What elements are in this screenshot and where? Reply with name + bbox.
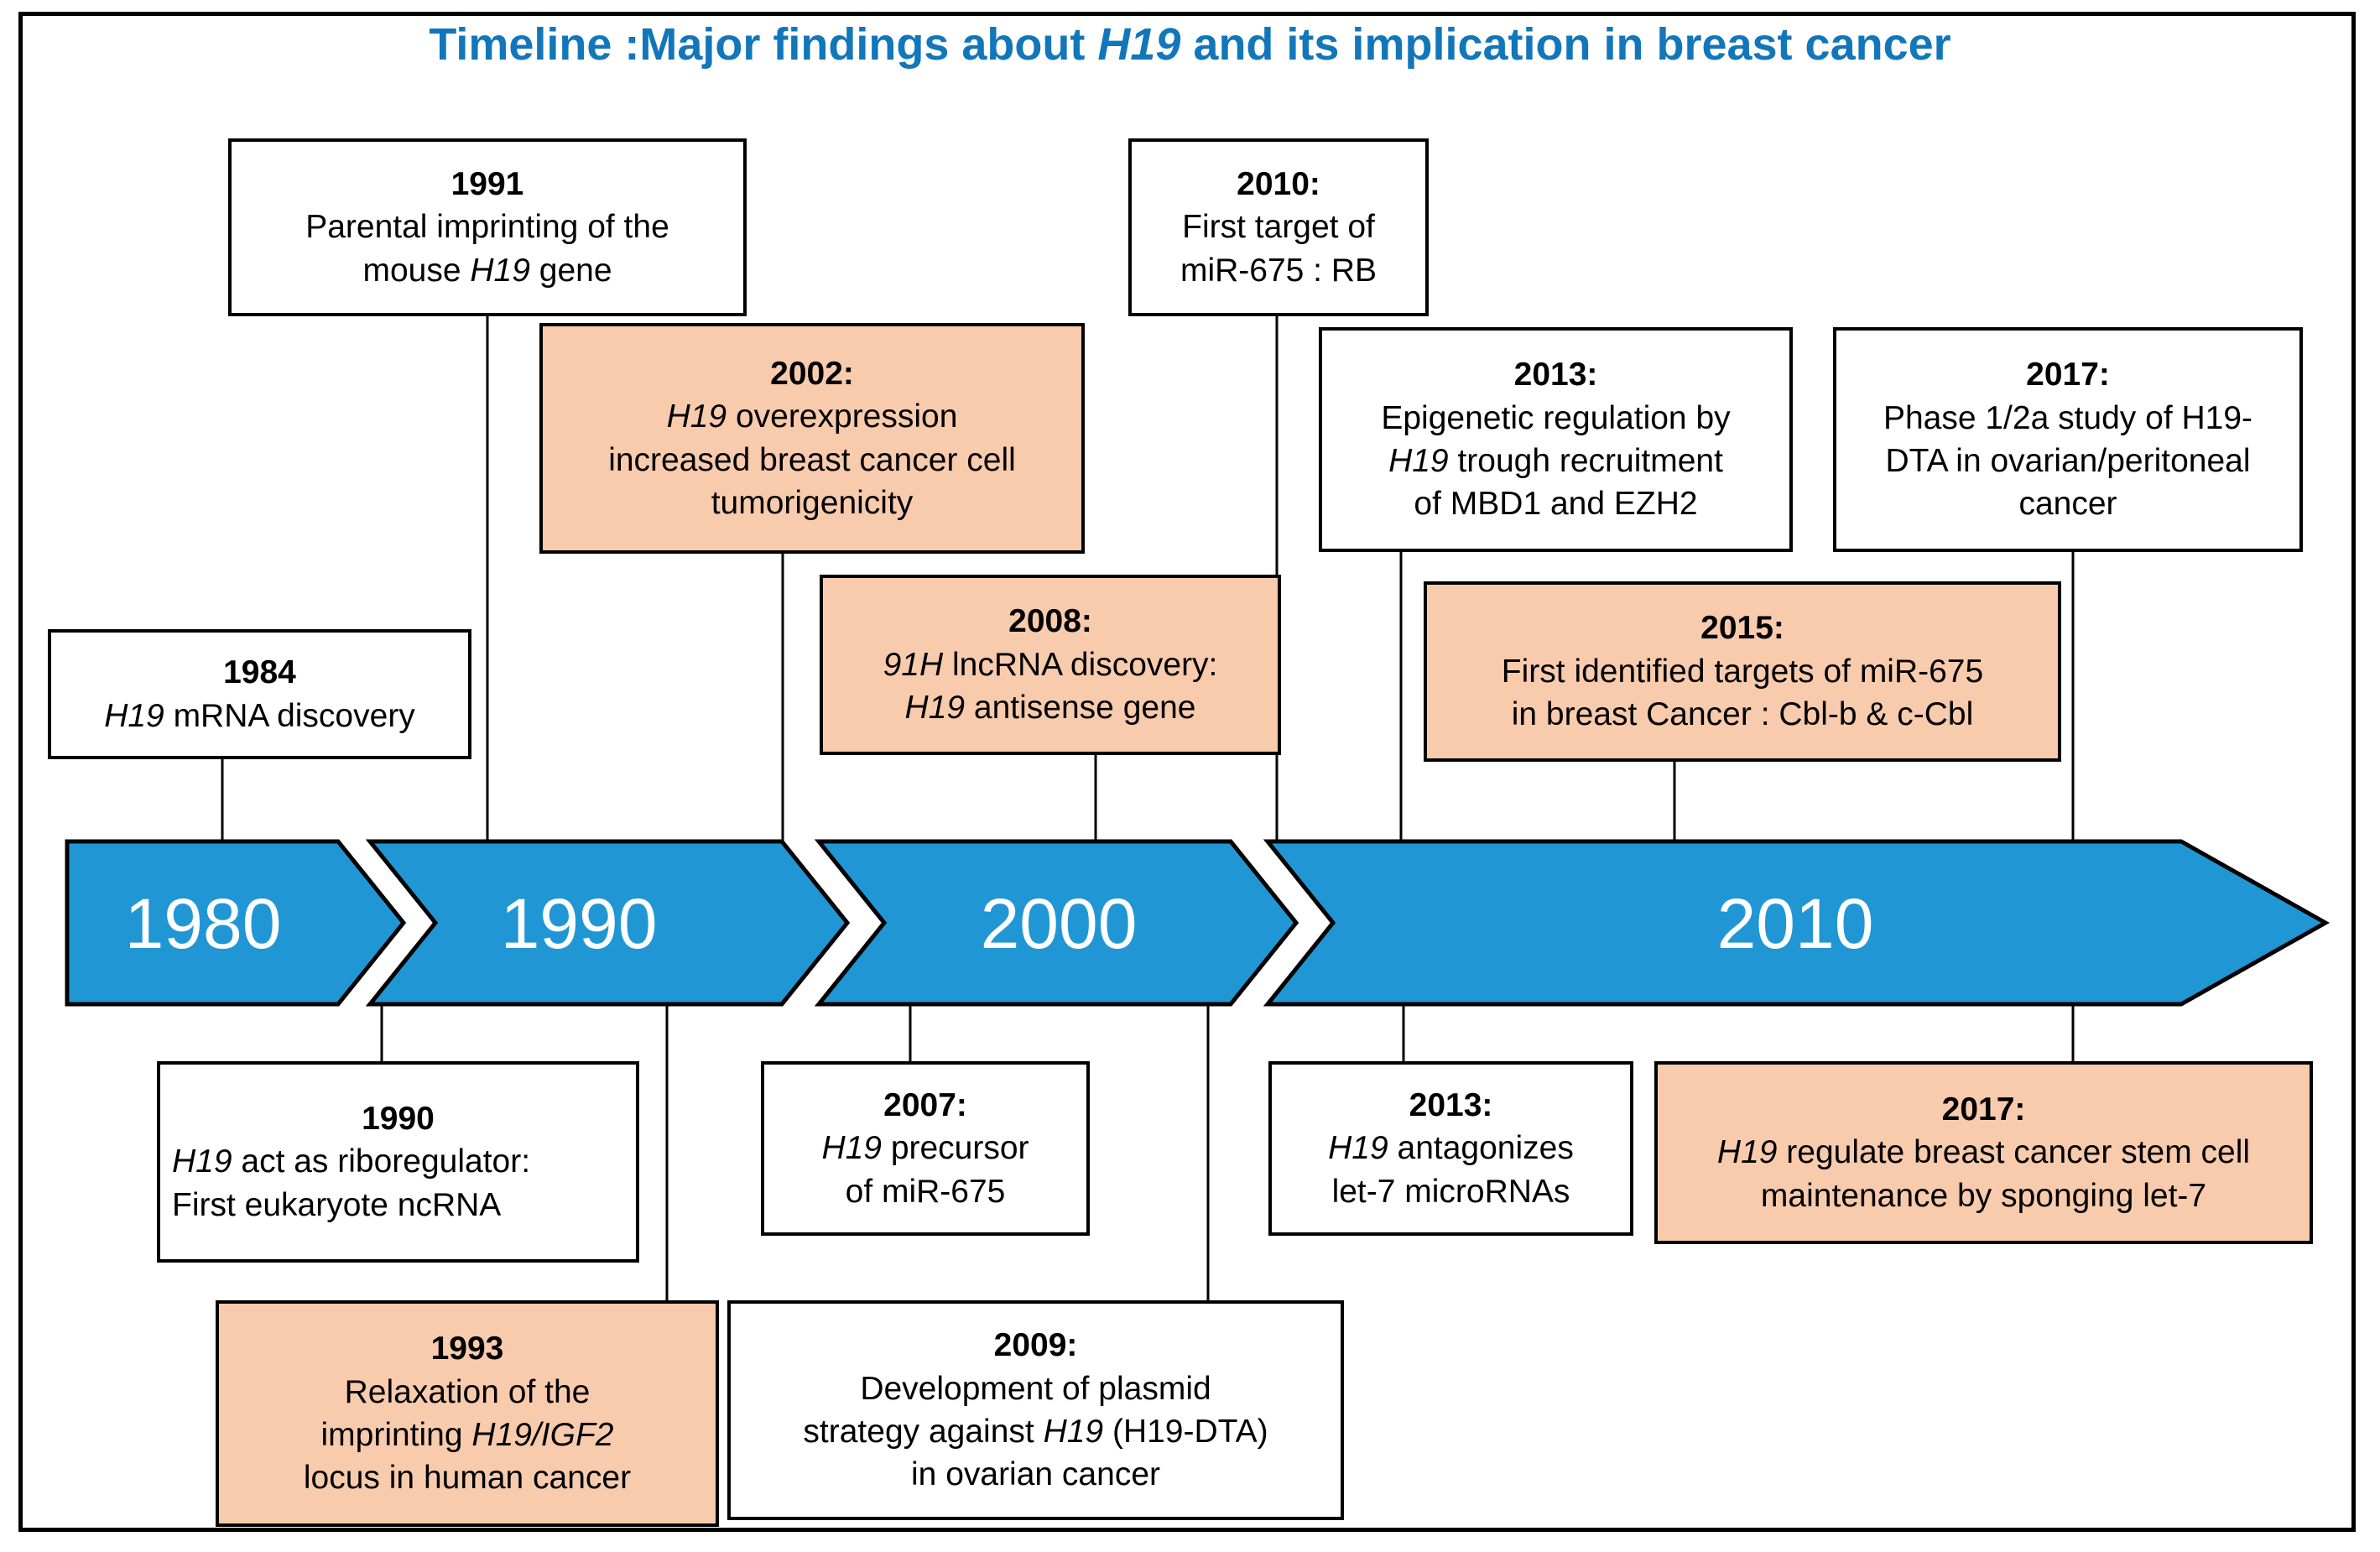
event-box-2008: 2008: 91H lncRNA discovery:H19 antisense… (820, 575, 1281, 755)
event-year: 2013: (1513, 357, 1598, 393)
event-year: 2013: (1409, 1086, 1493, 1123)
event-year: 1990 (362, 1100, 435, 1137)
event-box-1984: 1984 H19 mRNA discovery (48, 629, 471, 759)
event-year: 1993 (430, 1331, 504, 1367)
event-text: 91H lncRNA discovery:H19 antisense gene (883, 646, 1218, 727)
event-text: Phase 1/2a study of H19-DTA in ovarian/p… (1883, 399, 2253, 523)
event-year: 2015: (1700, 610, 1784, 647)
event-box-2015: 2015: First identified targets of miR-67… (1424, 581, 2061, 762)
event-text: H19 mRNA discovery (104, 697, 415, 734)
event-year: 2008: (1008, 603, 1092, 640)
figure-border (18, 12, 2356, 1532)
event-year: 2010: (1237, 165, 1320, 202)
event-box-1990: 1990 H19 act as riboregulator:First euka… (157, 1061, 639, 1263)
decade-label-2010: 2010 (1717, 884, 1874, 963)
event-year: 1984 (223, 654, 296, 691)
event-year: 2017: (2026, 357, 2110, 393)
event-year: 2017: (1941, 1091, 2026, 1128)
event-year: 2009: (993, 1327, 1078, 1364)
timeline-arrow-1980 (65, 839, 407, 1007)
event-year: 1991 (450, 165, 524, 202)
timeline-arrow-2010 (1263, 839, 2331, 1007)
page-title: Timeline :Major findings about H19 and i… (429, 19, 1951, 70)
timeline-arrow-1990 (365, 839, 851, 1007)
event-text: H19 act as riboregulator:First eukaryote… (172, 1143, 531, 1223)
event-box-2017-stemcell: 2017: H19 regulate breast cancer stem ce… (1654, 1061, 2313, 1244)
decade-label-1980: 1980 (125, 884, 282, 963)
decade-label-1990: 1990 (501, 884, 658, 963)
event-box-2017-phase12a: 2017: Phase 1/2a study of H19-DTA in ova… (1833, 327, 2303, 552)
timeline-arrow-2000 (814, 839, 1299, 1007)
decade-label-2000: 2000 (981, 884, 1138, 963)
event-year: 2002: (770, 355, 854, 392)
event-year: 2007: (883, 1086, 967, 1123)
